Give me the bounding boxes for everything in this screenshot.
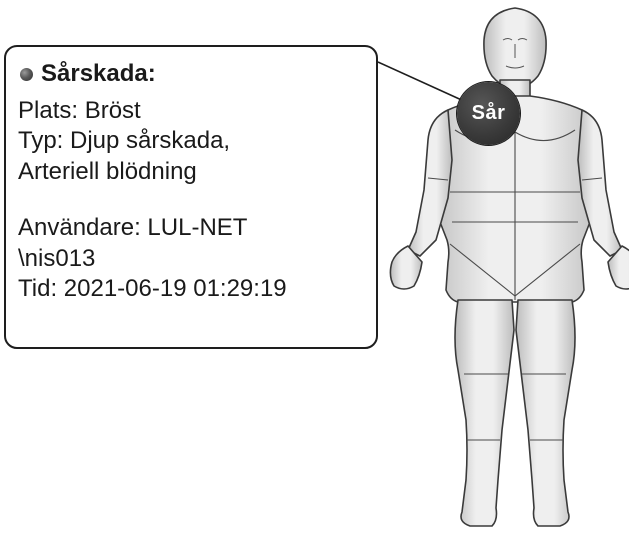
status-dot-icon: [20, 68, 33, 81]
user-line1: Användare: LUL-NET: [18, 213, 376, 244]
wound-marker[interactable]: Sår: [457, 82, 520, 145]
wound-location: Plats: Bröst: [18, 96, 376, 127]
wound-marker-label: Sår: [472, 102, 506, 125]
wound-info-callout[interactable]: Sårskada: Plats: Bröst Typ: Djup sårskad…: [4, 45, 378, 349]
wound-title: Sårskada:: [41, 59, 156, 90]
wound-title-row: Sårskada:: [20, 59, 376, 90]
wound-type-line1: Typ: Djup sårskada,: [18, 126, 376, 157]
wound-type-line2: Arteriell blödning: [18, 157, 376, 188]
callout-connector: [378, 62, 466, 102]
spacer: [18, 187, 376, 213]
timestamp: Tid: 2021-06-19 01:29:19: [18, 274, 376, 305]
user-line2: \nis013: [18, 244, 376, 275]
